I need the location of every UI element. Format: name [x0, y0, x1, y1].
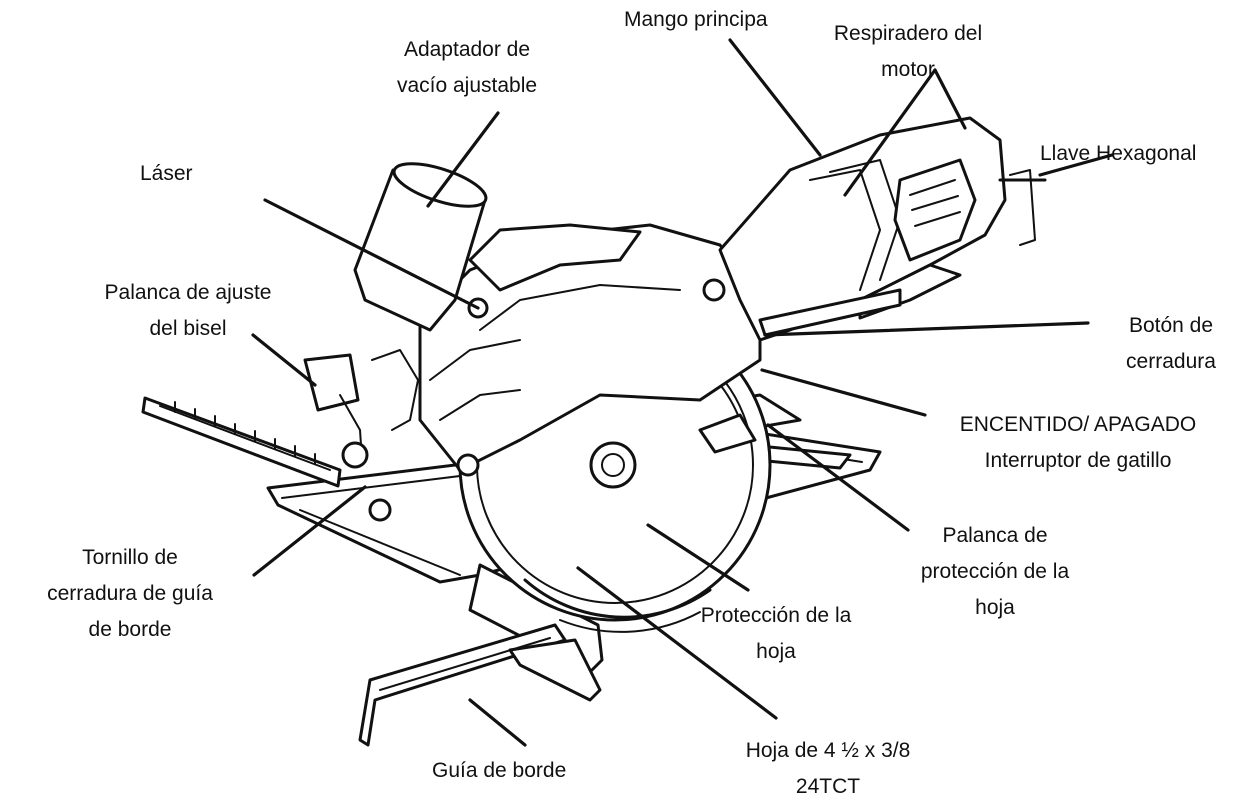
bevel-lever	[303, 349, 419, 522]
label-mango-line1: Mango principa	[624, 8, 768, 31]
label-respiradero: Respiradero del motor	[808, 16, 1008, 88]
label-guia: Guía de borde	[432, 753, 612, 789]
vacuum-adapter	[353, 162, 488, 332]
label-palanca-bisel: Palanca de ajuste del bisel	[78, 275, 298, 347]
upper-housing	[418, 223, 762, 477]
label-boton: Botón de cerradura	[1102, 308, 1240, 380]
label-hoja-line1: Hoja de 4 ½ x 3/8	[745, 739, 911, 762]
label-mango: Mango principa	[624, 2, 810, 38]
label-palanca-proteccion-line3: hoja	[975, 596, 1015, 619]
label-encendido-line2: Interruptor de gatillo	[984, 449, 1172, 472]
label-hoja: Hoja de 4 ½ x 3/8 24TCT	[718, 733, 938, 805]
label-palanca-proteccion-line2: protección de la	[920, 560, 1070, 583]
motor-handle	[718, 116, 1047, 342]
label-boton-line1: Botón de	[1128, 314, 1214, 337]
label-respiradero-line1: Respiradero del	[833, 22, 983, 45]
label-tornillo-line2: cerradura de guía	[47, 582, 213, 605]
label-tornillo: Tornillo de cerradura de guía de borde	[30, 540, 230, 648]
label-laser: Láser	[140, 156, 240, 192]
label-adaptador: Adaptador de vacío ajustable	[372, 32, 562, 104]
leader-lines	[251, 38, 1114, 747]
label-laser-line1: Láser	[140, 162, 193, 185]
label-adaptador-line2: vacío ajustable	[396, 74, 538, 97]
label-palanca-proteccion: Palanca de protección de la hoja	[895, 518, 1095, 626]
label-proteccion-line2: hoja	[756, 640, 796, 663]
label-proteccion-line1: Protección de la	[700, 604, 852, 627]
label-encendido: ENCENTIDO/ APAGADO Interruptor de gatill…	[920, 407, 1236, 479]
label-palanca-bisel-line1: Palanca de ajuste	[104, 281, 272, 304]
label-guia-line1: Guía de borde	[432, 759, 567, 782]
label-proteccion: Protección de la hoja	[676, 598, 876, 670]
label-encendido-line1: ENCENTIDO/ APAGADO	[959, 413, 1197, 436]
label-tornillo-line1: Tornillo de	[82, 546, 178, 569]
label-palanca-bisel-line2: del bisel	[149, 317, 227, 340]
label-hoja-line2: 24TCT	[795, 775, 861, 798]
label-llave: Llave Hexagonal	[1040, 136, 1240, 172]
edge-guide	[141, 396, 604, 747]
label-llave-line1: Llave Hexagonal	[1040, 142, 1197, 165]
label-tornillo-line3: de borde	[88, 618, 172, 641]
label-respiradero-line2: motor	[881, 58, 935, 81]
label-palanca-proteccion-line1: Palanca de	[942, 524, 1048, 547]
label-boton-line2: cerradura	[1126, 350, 1216, 373]
label-adaptador-line1: Adaptador de	[403, 38, 531, 61]
